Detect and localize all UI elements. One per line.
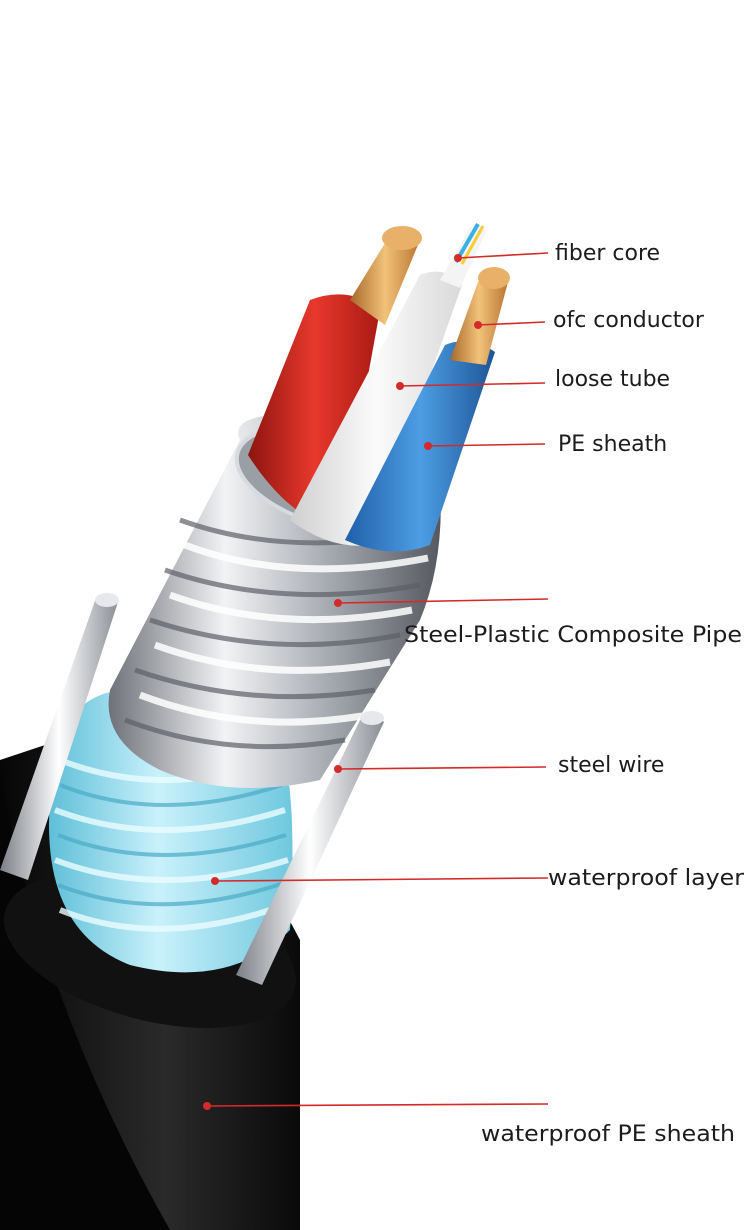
leader-dot-fiber-core [454,254,462,262]
white-loose-tube [290,222,486,546]
leader-line-composite-pipe [337,598,549,604]
label-waterproof-layer: waterproof layer [548,866,745,891]
label-waterproof-pe-sheath: waterproof PE sheath [481,1122,735,1147]
leader-line-loose-tube [399,382,546,387]
leader-dot-loose-tube [396,382,404,390]
leader-line-pe-sheath [427,443,546,447]
label-composite-pipe: Steel-Plastic Composite Pipe [404,623,742,648]
label-ofc-conductor: ofc conductor [553,308,705,333]
leader-lines [203,252,549,1110]
leader-dot-waterproof-pe-sheath [203,1102,211,1110]
leader-line-ofc-conductor [477,321,546,326]
labels: fiber core ofc conductor loose tube PE s… [404,241,745,1147]
leader-dot-waterproof-layer [211,877,219,885]
label-pe-sheath: PE sheath [558,432,667,457]
leader-dot-ofc-conductor [474,321,482,329]
leader-line-fiber-core [457,252,549,259]
leader-line-waterproof-pe-sheath [206,1103,549,1107]
blue-conductor [345,267,510,552]
label-steel-wire: steel wire [558,753,664,778]
leader-dot-steel-wire [334,765,342,773]
label-loose-tube: loose tube [555,367,670,392]
leader-dot-composite-pipe [334,599,342,607]
label-fiber-core: fiber core [555,241,660,266]
leader-dot-pe-sheath [424,442,432,450]
steel-wires [0,593,384,985]
leader-line-steel-wire [337,766,547,770]
leader-line-waterproof-layer [214,877,549,882]
